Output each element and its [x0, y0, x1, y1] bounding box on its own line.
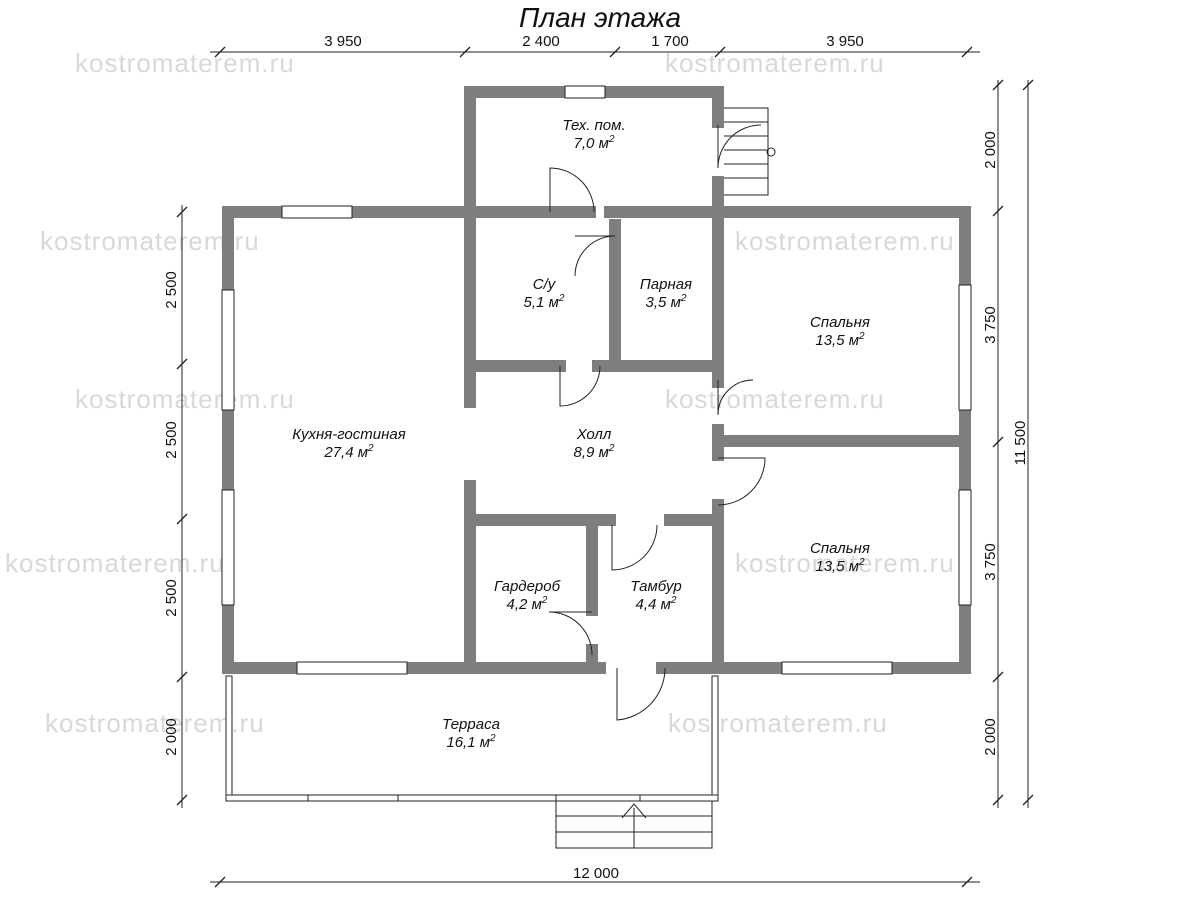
door-swing — [616, 667, 666, 721]
plan-title: План этажа — [519, 2, 681, 33]
window — [296, 661, 408, 675]
dimension-bottom: 12 000 — [210, 865, 980, 888]
watermark-text: kostromaterem.ru — [668, 708, 888, 738]
door-swing — [717, 124, 762, 169]
terrace-outline — [225, 675, 719, 802]
room-area-bedroom-1: 13,5 м2 — [815, 331, 865, 349]
walls — [222, 86, 971, 674]
dim-top-2: 2 400 — [522, 33, 560, 50]
doors — [548, 124, 766, 721]
watermark-text: kostromaterem.ru — [75, 384, 295, 414]
dim-left-1: 2 500 — [163, 271, 180, 309]
watermark-text: kostromaterem.ru — [735, 226, 955, 256]
door-swing — [717, 457, 766, 506]
dimension-right-inner: 2 000 3 750 3 750 2 000 — [982, 79, 1004, 808]
room-area-kitchen-living: 27,4 м2 — [323, 443, 374, 461]
window — [564, 85, 606, 99]
room-area-bedroom-2: 13,5 м2 — [815, 557, 865, 575]
room-name-tech: Тех. пом. — [562, 117, 625, 134]
window — [781, 661, 893, 675]
room-name-terrace: Терраса — [442, 716, 500, 733]
dimension-top: 3 950 2 400 1 700 3 950 — [210, 33, 980, 58]
window — [958, 284, 972, 411]
dim-right-1: 2 000 — [982, 131, 999, 169]
door-swing — [611, 524, 658, 571]
room-area-sauna: 3,5 м2 — [646, 293, 687, 311]
room-labels: Тех. пом. 7,0 м2 С/у 5,1 м2 Парная 3,5 м… — [292, 117, 870, 751]
door-swing — [549, 167, 595, 213]
room-area-vestibule: 4,4 м2 — [636, 595, 677, 613]
window — [958, 489, 972, 606]
room-area-terrace: 16,1 м2 — [446, 733, 496, 751]
dim-left-3: 2 500 — [163, 579, 180, 617]
dim-top-3: 1 700 — [651, 33, 689, 50]
door-swing — [548, 611, 593, 656]
room-name-sauna: Парная — [640, 276, 692, 293]
door-swing — [717, 379, 754, 416]
watermark-text: kostromaterem.ru — [735, 548, 955, 578]
dim-top-4: 3 950 — [826, 33, 864, 50]
dim-left-2: 2 500 — [163, 421, 180, 459]
room-name-bathroom: С/у — [533, 276, 557, 293]
room-area-hall: 8,9 м2 — [574, 443, 615, 461]
room-area-bathroom: 5,1 м2 — [524, 293, 565, 311]
watermark-text: kostromaterem.ru — [665, 48, 885, 78]
room-name-wardrobe: Гардероб — [494, 578, 561, 595]
dim-right-total: 11 500 — [1012, 421, 1029, 466]
watermark-text: kostromaterem.ru — [5, 548, 225, 578]
dimension-right-outer: 11 500 — [1012, 79, 1034, 808]
window — [221, 489, 235, 606]
room-name-kitchen-living: Кухня-гостиная — [292, 426, 405, 443]
watermark-text: kostromaterem.ru — [665, 384, 885, 414]
window — [281, 205, 353, 219]
dim-bottom-total: 12 000 — [573, 865, 619, 882]
terrace-stairs — [555, 801, 713, 849]
dim-top-1: 3 950 — [324, 33, 362, 50]
side-stairs — [724, 107, 776, 196]
window — [221, 289, 235, 411]
room-area-wardrobe: 4,2 м2 — [507, 595, 548, 613]
dimension-left: 2 500 2 500 2 500 2 000 — [163, 205, 188, 808]
door-swing — [559, 365, 601, 407]
room-name-bedroom-2: Спальня — [810, 540, 870, 557]
watermarks: kostromaterem.ru kostromaterem.ru kostro… — [5, 48, 955, 738]
room-name-bedroom-1: Спальня — [810, 314, 870, 331]
dim-right-4: 2 000 — [982, 718, 999, 756]
dim-right-2: 3 750 — [982, 306, 999, 344]
dim-left-4: 2 000 — [163, 718, 180, 756]
windows — [221, 85, 972, 675]
watermark-text: kostromaterem.ru — [75, 48, 295, 78]
room-name-vestibule: Тамбур — [630, 578, 681, 595]
room-name-hall: Холл — [576, 426, 612, 443]
room-area-tech: 7,0 м2 — [574, 134, 615, 152]
door-swing — [574, 235, 616, 277]
dim-right-3: 3 750 — [982, 543, 999, 581]
